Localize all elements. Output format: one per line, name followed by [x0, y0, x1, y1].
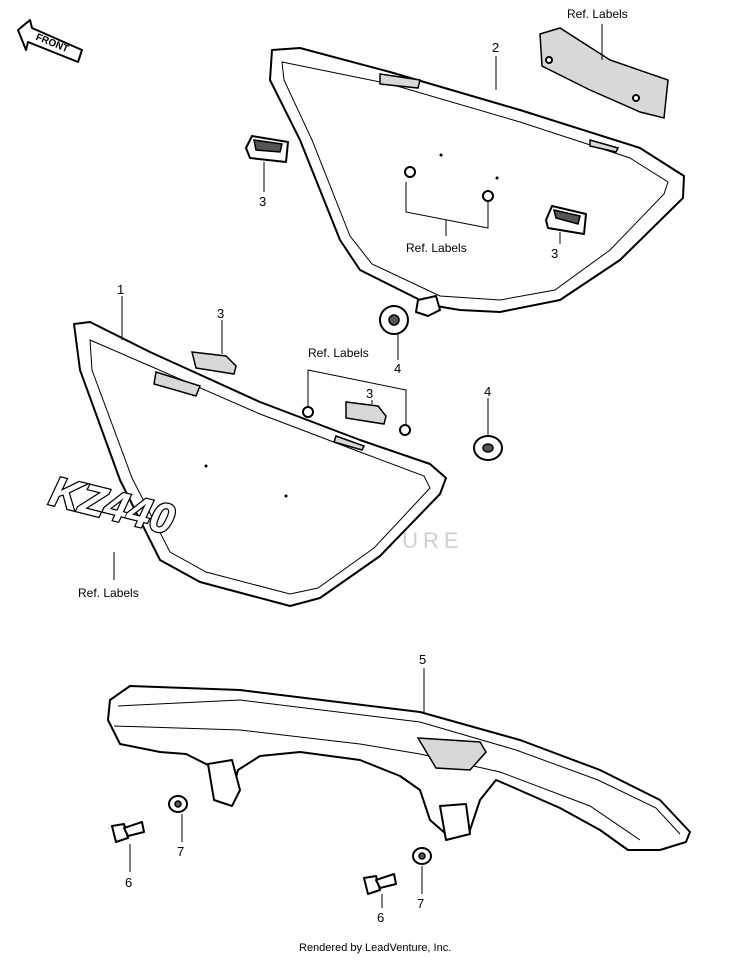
- washer: [168, 795, 188, 813]
- right-cover-hole: [404, 166, 416, 178]
- rubber-damper: [191, 351, 237, 375]
- callout-bolt: 6: [125, 875, 132, 890]
- leader-lines: [113, 24, 603, 908]
- ref-labels-text: Ref. Labels: [308, 346, 369, 360]
- callout-damper: 3: [366, 386, 373, 401]
- left-cover-hole: [302, 406, 314, 418]
- callout-damper: 3: [217, 306, 224, 321]
- ref-labels-text: Ref. Labels: [406, 241, 467, 255]
- callout-grommet: 4: [394, 361, 401, 376]
- ref-label-plate: [539, 27, 669, 119]
- ref-labels-text: Ref. Labels: [567, 7, 628, 21]
- bolt: [111, 821, 145, 843]
- rubber-damper: [245, 135, 289, 163]
- grommet: [379, 305, 409, 335]
- grommet: [473, 435, 503, 461]
- right-side-cover: [269, 47, 685, 317]
- bolt: [363, 873, 397, 895]
- callout-washer: 7: [417, 896, 424, 911]
- callout-cover-right: 2: [492, 40, 499, 55]
- ref-labels-text: Ref. Labels: [78, 586, 139, 600]
- footer-credit: Rendered by LeadVenture, Inc.: [299, 942, 451, 954]
- front-arrow-icon: FRONT: [17, 19, 83, 63]
- callout-washer: 7: [177, 844, 184, 859]
- callout-damper: 3: [551, 246, 558, 261]
- callout-cover-left: 1: [117, 282, 124, 297]
- callout-chain-guard: 5: [419, 652, 426, 667]
- callout-bolt: 6: [377, 910, 384, 925]
- chain-guard: [107, 685, 691, 851]
- callout-damper: 3: [259, 194, 266, 209]
- rubber-damper: [545, 205, 587, 235]
- left-side-cover: [73, 321, 447, 607]
- rubber-damper: [345, 401, 387, 425]
- left-cover-hole: [399, 424, 411, 436]
- washer: [412, 847, 432, 865]
- right-cover-hole: [482, 190, 494, 202]
- callout-grommet: 4: [484, 384, 491, 399]
